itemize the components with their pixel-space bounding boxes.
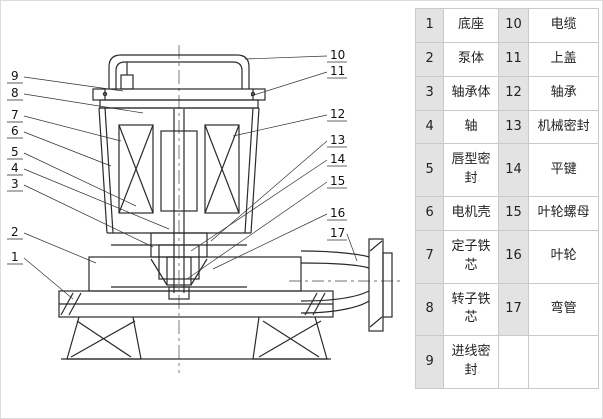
part-label-13: 13 — [330, 133, 345, 147]
part-number-cell: 2 — [414, 41, 445, 77]
part-name-cell: 平键 — [528, 143, 599, 198]
part-label-3: 3 — [11, 177, 19, 191]
part-number-cell: 7 — [414, 229, 445, 284]
part-label-8: 8 — [11, 86, 19, 100]
part-number-cell: 12 — [497, 75, 530, 111]
part-label-6: 6 — [11, 124, 19, 138]
table-row: 8 转子铁芯 17 弯管 — [414, 282, 599, 337]
part-label-1: 1 — [11, 250, 19, 264]
part-name-cell: 叶轮螺母 — [528, 196, 599, 231]
table-row: 4 轴 13 机械密封 — [414, 109, 599, 145]
part-label-10: 10 — [330, 48, 345, 62]
part-name-cell: 底座 — [443, 8, 499, 43]
part-name-cell: 轴承 — [528, 75, 599, 111]
part-name-cell: 轴 — [443, 109, 499, 145]
stand-feet — [61, 316, 331, 360]
base — [58, 290, 334, 318]
part-name-cell: 定子铁芯 — [443, 229, 499, 284]
elbow-pipe — [300, 238, 393, 332]
part-label-5: 5 — [11, 145, 19, 159]
leader-lines — [23, 55, 358, 300]
table-row: 2 泵体 11 上盖 — [414, 41, 599, 77]
motor-housing — [98, 107, 260, 234]
table-row: 6 电机壳 15 叶轮螺母 — [414, 196, 599, 231]
stator-core-windings — [118, 124, 240, 214]
part-number-cell: 17 — [497, 282, 530, 337]
table-row: 1 底座 10 电缆 — [414, 8, 599, 43]
part-label-15: 15 — [330, 174, 345, 188]
part-number-cell: 14 — [497, 143, 530, 198]
part-number-cell: 9 — [414, 335, 445, 389]
part-number-cell: 13 — [497, 109, 530, 145]
part-number-cell: 5 — [414, 143, 445, 198]
upper-cover — [92, 88, 266, 109]
part-name-cell — [528, 335, 599, 389]
part-number-cell: 10 — [497, 8, 530, 43]
table-row: 9 进线密封 — [414, 335, 599, 389]
part-name-cell: 电缆 — [528, 8, 599, 43]
part-label-12: 12 — [330, 107, 345, 121]
part-label-9: 9 — [11, 69, 19, 83]
part-number-cell — [497, 335, 530, 389]
pump-drawing: 9 8 7 6 5 4 3 2 1 10 11 12 13 14 15 16 1… — [7, 45, 403, 373]
handle — [108, 54, 250, 89]
parts-table-area: 1 底座 10 电缆 2 泵体 11 上盖 3 轴承体 12 轴承 — [413, 1, 602, 418]
table-row: 7 定子铁芯 16 叶轮 — [414, 229, 599, 284]
part-label-16: 16 — [330, 206, 345, 220]
rotor-core — [160, 130, 198, 212]
part-number-cell: 3 — [414, 75, 445, 111]
part-label-7: 7 — [11, 108, 19, 122]
part-number-cell: 8 — [414, 282, 445, 337]
part-number-cell: 4 — [414, 109, 445, 145]
part-number-cell: 15 — [497, 196, 530, 231]
part-number-cell: 16 — [497, 229, 530, 284]
label-underlines — [7, 61, 347, 265]
cable-entry-seal — [120, 62, 134, 90]
part-name-cell: 进线密封 — [443, 335, 499, 389]
part-name-cell: 电机壳 — [443, 196, 499, 231]
part-number-cell: 1 — [414, 8, 445, 43]
shaft — [173, 109, 185, 293]
part-label-17: 17 — [330, 226, 345, 240]
parts-table: 1 底座 10 电缆 2 泵体 11 上盖 3 轴承体 12 轴承 — [414, 8, 599, 389]
part-label-11: 11 — [330, 64, 345, 78]
part-name-cell: 泵体 — [443, 41, 499, 77]
bearing-body — [107, 232, 251, 280]
part-number-cell: 6 — [414, 196, 445, 231]
table-row: 3 轴承体 12 轴承 — [414, 75, 599, 111]
part-label-2: 2 — [11, 225, 19, 239]
part-name-cell: 叶轮 — [528, 229, 599, 284]
part-number-cell: 11 — [497, 41, 530, 77]
part-label-14: 14 — [330, 152, 345, 166]
impeller — [150, 256, 208, 286]
part-name-cell: 轴承体 — [443, 75, 499, 111]
part-name-cell: 弯管 — [528, 282, 599, 337]
part-name-cell: 上盖 — [528, 41, 599, 77]
part-name-cell: 唇型密封 — [443, 143, 499, 198]
part-name-cell: 机械密封 — [528, 109, 599, 145]
part-label-4: 4 — [11, 161, 19, 175]
part-number-labels: 9 8 7 6 5 4 3 2 1 10 11 12 13 14 15 16 1… — [11, 48, 345, 264]
pump-cross-section-diagram: 9 8 7 6 5 4 3 2 1 10 11 12 13 14 15 16 1… — [1, 1, 413, 418]
part-name-cell: 转子铁芯 — [443, 282, 499, 337]
table-row: 5 唇型密封 14 平键 — [414, 143, 599, 198]
